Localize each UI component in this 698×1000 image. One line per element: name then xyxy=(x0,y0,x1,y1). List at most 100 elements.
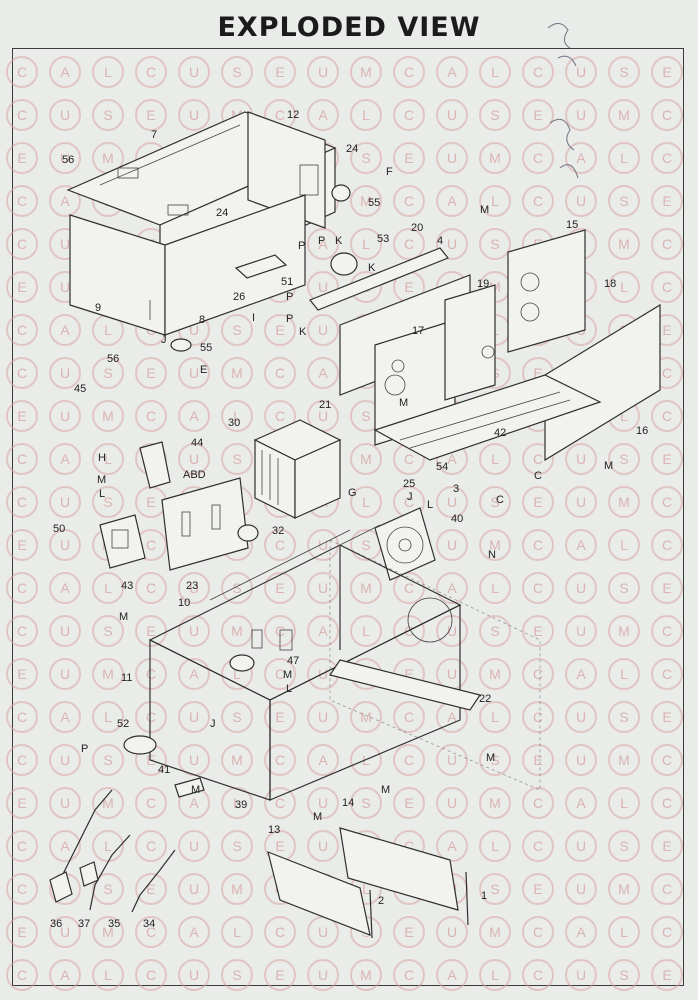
watermark-circle xyxy=(522,873,554,905)
watermark-circle xyxy=(608,615,640,647)
part-circuit-boards xyxy=(267,827,469,939)
part-knobs xyxy=(170,184,358,352)
watermark-circle xyxy=(651,615,683,647)
watermark-letter: A xyxy=(318,107,328,123)
watermark-letter: L xyxy=(104,451,112,467)
watermark-circle xyxy=(350,142,382,174)
callout-label: P xyxy=(81,743,88,755)
watermark-circle xyxy=(221,56,253,88)
watermark-letter: C xyxy=(17,623,27,639)
watermark-letter: E xyxy=(404,924,413,940)
watermark-letter: C xyxy=(17,494,27,510)
watermark-letter: L xyxy=(620,537,628,553)
watermark-letter: C xyxy=(662,408,672,424)
watermark-circle xyxy=(651,443,683,475)
watermark-letter: C xyxy=(17,322,27,338)
watermark-letter: A xyxy=(60,580,70,596)
callout-label: 26 xyxy=(233,291,245,303)
watermark-letter: C xyxy=(662,924,672,940)
watermark-letter: C xyxy=(662,881,672,897)
part-connector-44 xyxy=(139,441,171,489)
watermark-letter: S xyxy=(103,494,112,510)
watermark-circle xyxy=(608,228,640,260)
watermark-circle xyxy=(178,830,210,862)
watermark-letter: M xyxy=(231,623,243,639)
watermark-circle xyxy=(6,615,38,647)
part-base-rail xyxy=(544,303,661,462)
watermark-letter: E xyxy=(17,279,26,295)
watermark-letter: S xyxy=(490,107,499,123)
callout-label: 1 xyxy=(481,890,487,902)
watermark-circle xyxy=(522,99,554,131)
watermark-letter: S xyxy=(232,322,241,338)
watermark-letter: C xyxy=(275,365,285,381)
watermark-letter: U xyxy=(576,709,586,725)
watermark-circle xyxy=(651,744,683,776)
watermark-letter: L xyxy=(491,64,499,80)
watermark-letter: M xyxy=(489,150,501,166)
watermark-letter: A xyxy=(576,795,586,811)
callout-label: 13 xyxy=(268,824,280,836)
callout-label: I xyxy=(252,312,255,324)
watermark-letter: C xyxy=(146,408,156,424)
watermark-circle xyxy=(6,185,38,217)
watermark-circle xyxy=(135,615,167,647)
watermark-circle xyxy=(178,443,210,475)
watermark-circle xyxy=(436,959,468,991)
watermark-letter: L xyxy=(362,494,370,510)
watermark-circle xyxy=(565,830,597,862)
watermark-letter: U xyxy=(318,64,328,80)
watermark-circle xyxy=(221,572,253,604)
watermark-letter: C xyxy=(275,795,285,811)
watermark-letter: C xyxy=(17,967,27,983)
watermark-letter: M xyxy=(231,365,243,381)
watermark-circle xyxy=(651,56,683,88)
watermark-letter: L xyxy=(491,580,499,596)
watermark-circle xyxy=(92,701,124,733)
watermark-letter: U xyxy=(189,107,199,123)
watermark-circle xyxy=(178,615,210,647)
watermark-letter: E xyxy=(662,967,671,983)
watermark-letter: E xyxy=(146,365,155,381)
watermark-letter: E xyxy=(533,365,542,381)
callout-label: 18 xyxy=(604,278,616,290)
watermark-circle xyxy=(264,357,296,389)
watermark-letter: U xyxy=(576,494,586,510)
callout-label: 30 xyxy=(228,417,240,429)
watermark-letter: C xyxy=(146,924,156,940)
watermark-circle xyxy=(608,830,640,862)
watermark-letter: L xyxy=(104,838,112,854)
callout-label: K xyxy=(335,235,343,247)
watermark-circle xyxy=(307,56,339,88)
watermark-circle xyxy=(350,572,382,604)
watermark-letter: E xyxy=(17,408,26,424)
watermark-circle xyxy=(522,658,554,690)
watermark-letter: C xyxy=(662,752,672,768)
watermark-circle xyxy=(608,916,640,948)
watermark-letter: E xyxy=(662,193,671,209)
watermark-letter: A xyxy=(60,451,70,467)
watermark-circle xyxy=(565,142,597,174)
watermark-letter: E xyxy=(146,881,155,897)
watermark-circle xyxy=(651,271,683,303)
watermark-letter: U xyxy=(189,967,199,983)
watermark-letter: E xyxy=(17,924,26,940)
watermark-circle xyxy=(522,615,554,647)
callout-label: 55 xyxy=(200,342,212,354)
watermark-circle xyxy=(6,873,38,905)
watermark-circle xyxy=(92,787,124,819)
watermark-letter: E xyxy=(17,666,26,682)
watermark-circle xyxy=(92,959,124,991)
watermark-circle xyxy=(350,615,382,647)
watermark-circle xyxy=(221,443,253,475)
part-knob-32 xyxy=(237,524,259,542)
watermark-letter: S xyxy=(361,408,370,424)
watermark-circle xyxy=(436,56,468,88)
watermark-letter: U xyxy=(60,150,70,166)
watermark-circle xyxy=(135,572,167,604)
watermark-letter: U xyxy=(189,881,199,897)
watermark-letter: U xyxy=(60,494,70,510)
watermark-letter: M xyxy=(360,580,372,596)
watermark-circle xyxy=(6,443,38,475)
watermark-circle xyxy=(479,142,511,174)
